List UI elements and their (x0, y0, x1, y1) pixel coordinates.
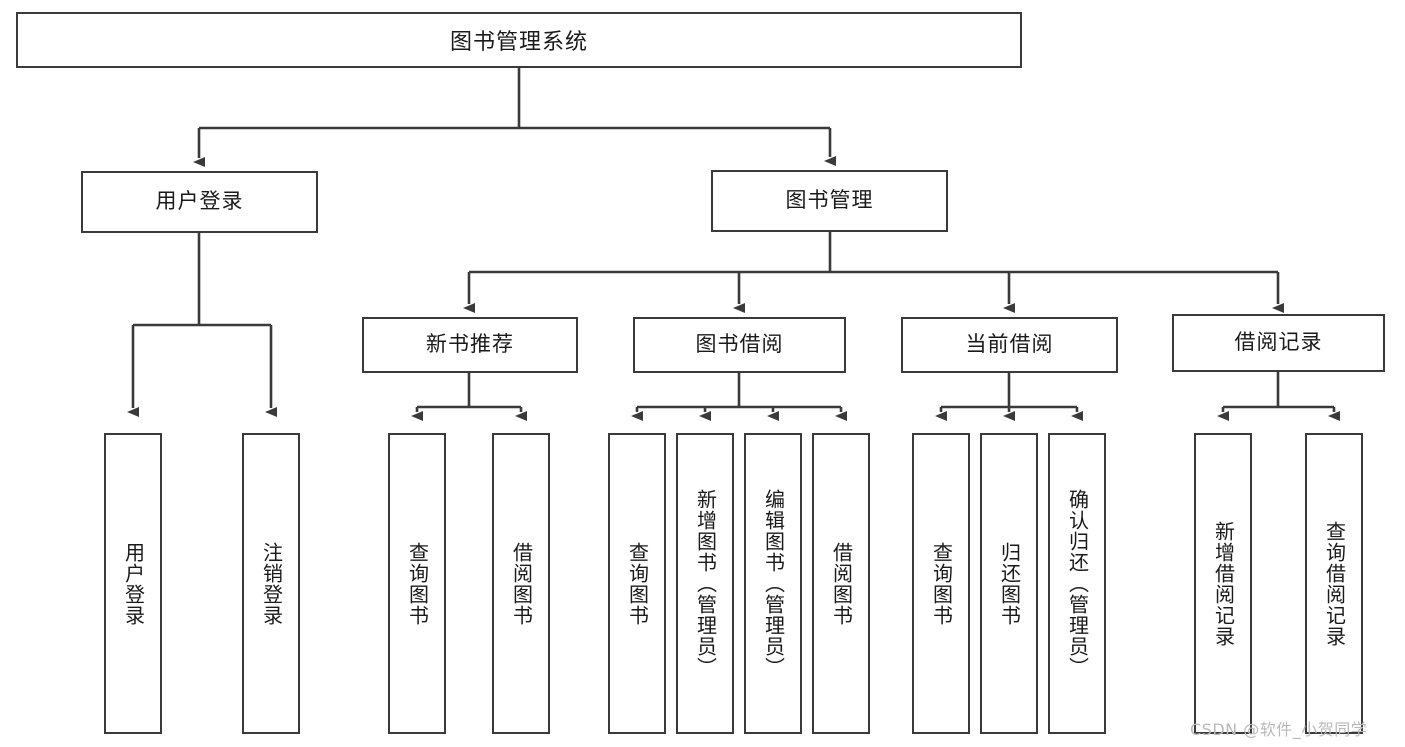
leaf-confirm-return-admin[interactable]: 确认归还（管理员） (1048, 433, 1106, 734)
node-current-borrow[interactable]: 当前借阅 (901, 317, 1118, 373)
node-label: 查询借阅记录 (1322, 520, 1347, 647)
node-label: 借阅记录 (1234, 330, 1323, 355)
node-user-login[interactable]: 用户登录 (81, 171, 318, 233)
node-label: 新书推荐 (426, 332, 514, 357)
leaf-return-book[interactable]: 归还图书 (980, 433, 1038, 734)
node-label: 编辑图书（管理员） (761, 489, 786, 678)
leaf-query-book-newbook[interactable]: 查询图书 (388, 433, 446, 734)
node-label: 注销登录 (259, 541, 284, 626)
node-label: 查询图书 (625, 541, 650, 626)
node-book-borrow[interactable]: 图书借阅 (633, 317, 846, 373)
node-label: 图书管理 (785, 188, 874, 213)
node-label: 用户登录 (155, 189, 244, 214)
leaf-edit-book-admin[interactable]: 编辑图书（管理员） (744, 433, 802, 734)
node-label: 当前借阅 (965, 332, 1054, 357)
node-label: 用户登录 (121, 541, 146, 626)
leaf-user-login[interactable]: 用户登录 (104, 433, 162, 734)
leaf-add-borrow-record[interactable]: 新增借阅记录 (1194, 433, 1252, 734)
node-new-book-recommend[interactable]: 新书推荐 (362, 317, 578, 373)
node-label: 图书管理系统 (449, 30, 588, 55)
leaf-query-borrow-record[interactable]: 查询借阅记录 (1305, 433, 1363, 734)
leaf-logout[interactable]: 注销登录 (242, 433, 300, 734)
node-label: 确认归还（管理员） (1065, 489, 1090, 678)
leaf-query-book-current[interactable]: 查询图书 (912, 433, 970, 734)
node-label: 新增借阅记录 (1211, 520, 1236, 647)
leaf-query-book-borrow[interactable]: 查询图书 (608, 433, 666, 734)
node-label: 图书借阅 (695, 332, 784, 357)
leaf-borrow-book[interactable]: 借阅图书 (812, 433, 870, 734)
node-book-management[interactable]: 图书管理 (711, 170, 948, 232)
node-label: 查询图书 (929, 541, 954, 626)
node-root-book-management-system[interactable]: 图书管理系统 (16, 12, 1022, 68)
leaf-add-book-admin[interactable]: 新增图书（管理员） (676, 433, 734, 734)
node-label: 借阅图书 (509, 541, 534, 626)
watermark-credit: CSDN @软件_小贺同学 (1190, 720, 1368, 739)
node-label: 借阅图书 (829, 541, 854, 626)
node-label: 查询图书 (405, 541, 430, 626)
node-label: 归还图书 (997, 541, 1022, 626)
node-label: 新增图书（管理员） (693, 489, 718, 678)
node-borrow-record[interactable]: 借阅记录 (1172, 314, 1385, 372)
leaf-borrow-book-newbook[interactable]: 借阅图书 (492, 433, 550, 734)
